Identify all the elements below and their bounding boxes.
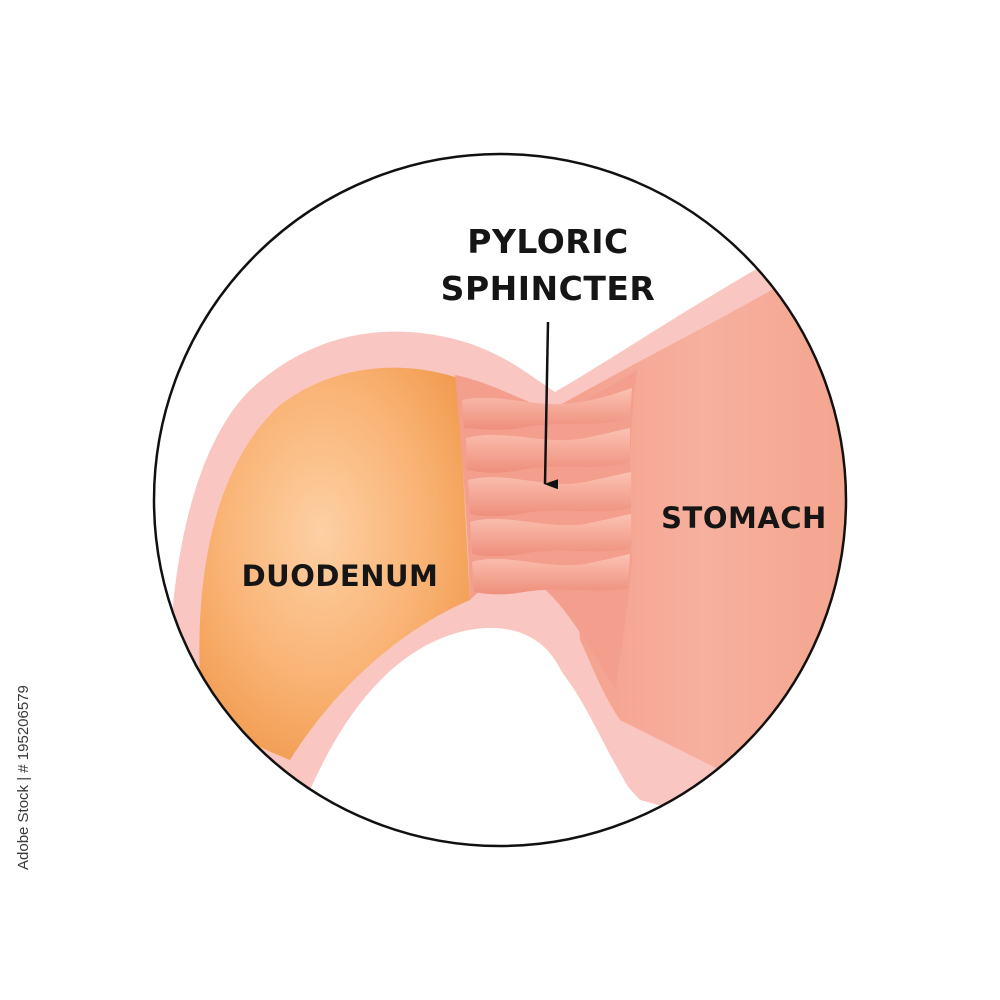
arrow-down-icon — [543, 321, 559, 490]
label-duodenum: DUODENUM — [242, 559, 439, 593]
duodenum-body — [199, 367, 470, 760]
stock-separator: | # — [15, 764, 32, 781]
stock-brand: Adobe Stock — [15, 784, 32, 870]
stock-id: 195206579 — [15, 685, 32, 760]
lower-lumen — [310, 644, 650, 846]
stock-id-watermark: Adobe Stock | # 195206579 — [15, 685, 32, 870]
svg-text:Adobe Stock | #: Adobe Stock | # 195206579 — [15, 685, 32, 870]
frame-circle — [152, 152, 848, 848]
label-stomach: STOMACH — [661, 501, 827, 535]
label-pyloric: PYLORIC — [467, 222, 628, 261]
anatomy-group — [169, 230, 846, 846]
label-sphincter: SPHINCTER — [441, 269, 656, 308]
